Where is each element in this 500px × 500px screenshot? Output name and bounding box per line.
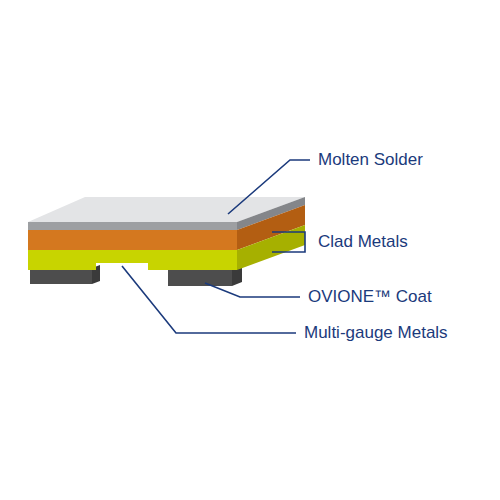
multi-gauge-front: [28, 250, 237, 270]
part-label: Molten Solder: [318, 150, 423, 170]
leader-lines: [122, 160, 310, 333]
multi-gauge-side: [237, 225, 305, 270]
part-label: Clad Metals: [318, 232, 408, 252]
clad-copper-front: [28, 230, 237, 250]
part-label: OVIONE™ Coat: [308, 287, 432, 307]
solder-front: [28, 222, 237, 230]
part-label: Multi-gauge Metals: [304, 323, 448, 343]
